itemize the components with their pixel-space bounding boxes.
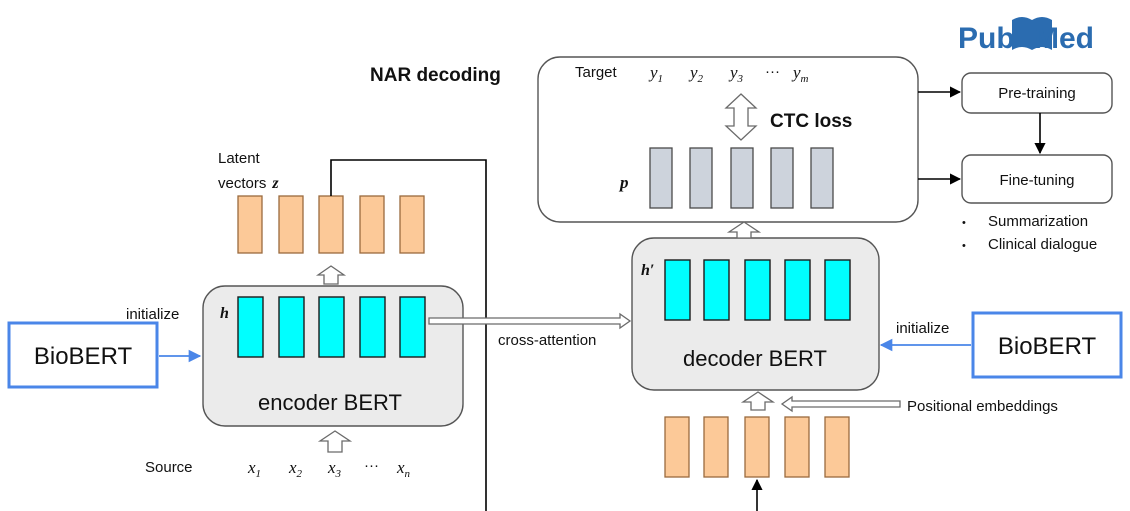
- prob-vector: [730, 147, 754, 209]
- source-tokens: x1 x2 x3 ··· xn: [247, 457, 411, 480]
- prob-vector: [770, 147, 794, 209]
- source-up-arrow: [317, 430, 353, 453]
- source-token-xn: xn: [396, 458, 411, 480]
- target-token-ym: ym: [791, 63, 809, 85]
- decoder-input-vectors: [664, 416, 850, 478]
- source-ellipsis: ···: [364, 457, 379, 474]
- ctc-loss-label: CTC loss: [770, 111, 852, 132]
- biobert-left-label: BioBERT: [34, 343, 133, 370]
- positional-arrow: [780, 395, 901, 413]
- decoder-input-vector: [664, 416, 690, 478]
- biobert-right-box: [971, 311, 1123, 379]
- target-token-y2: y2: [688, 63, 704, 85]
- h-label: h: [220, 305, 229, 322]
- latent-label-line1: Latent: [218, 150, 261, 167]
- pretraining-label: Pre-training: [998, 85, 1076, 102]
- encoder-hidden-vector: [359, 296, 386, 358]
- prob-vector: [810, 147, 834, 209]
- bullet-summarization: Summarization: [988, 213, 1088, 230]
- finetuning-label: Fine-tuning: [999, 172, 1074, 189]
- encoder-hidden-vector: [278, 296, 305, 358]
- encoder-hidden-vector: [237, 296, 264, 358]
- finetuning-box: [961, 154, 1113, 204]
- pubmed-med-text: Med: [1034, 22, 1094, 55]
- encoder-bert-label: encoder BERT: [258, 390, 402, 415]
- encoder-hidden-vectors: [237, 296, 426, 358]
- encoder-up-arrow: [315, 265, 347, 285]
- cross-attention-label: cross-attention: [498, 332, 596, 349]
- decoder-hidden-vector: [703, 259, 730, 321]
- prob-vector: [689, 147, 713, 209]
- nar-decoding-label: NAR decoding: [370, 65, 501, 86]
- open-book-icon: [1012, 17, 1052, 50]
- bullet-clinical-dialogue: Clinical dialogue: [988, 236, 1097, 253]
- target-token-y3: y3: [728, 63, 744, 85]
- initialize-left-label: initialize: [126, 306, 179, 323]
- decoder-bert-label: decoder BERT: [683, 346, 827, 371]
- decoder-hidden-vector: [784, 259, 811, 321]
- h-prime-label: h′: [641, 262, 654, 279]
- source-token-x1: x1: [247, 458, 261, 480]
- p-label: p: [618, 173, 629, 192]
- encoder-hidden-vector: [399, 296, 426, 358]
- decoder-up-arrow: [726, 221, 762, 239]
- latent-vector: [399, 195, 425, 254]
- nar-decoding-panel: [537, 56, 919, 223]
- pretraining-box: [961, 72, 1113, 114]
- decoder-input-vector: [784, 416, 810, 478]
- biobert-left-box: [7, 321, 159, 389]
- encoder-hidden-vector: [318, 296, 345, 358]
- source-token-x2: x2: [288, 458, 303, 480]
- positional-up-arrow: [740, 391, 776, 411]
- probability-vectors: [649, 147, 834, 209]
- decoder-input-vector: [744, 416, 770, 478]
- latent-vector: [318, 195, 344, 254]
- target-ellipsis: ···: [765, 63, 780, 80]
- positional-embeddings-label: Positional embeddings: [907, 398, 1058, 415]
- decoder-input-vector: [824, 416, 850, 478]
- latent-vector: [359, 195, 385, 254]
- target-label: Target: [575, 64, 618, 81]
- source-label: Source: [145, 459, 193, 476]
- decoder-hidden-vectors: [664, 259, 851, 321]
- biobert-right-label: BioBERT: [998, 333, 1097, 360]
- prob-vector: [649, 147, 673, 209]
- initialize-right-label: initialize: [896, 320, 949, 337]
- decoder-hidden-vector: [744, 259, 771, 321]
- bullet-mark: •: [962, 217, 966, 229]
- decoder-hidden-vector: [824, 259, 851, 321]
- cross-attention-arrow: [428, 312, 632, 330]
- latent-vector: [237, 195, 263, 254]
- target-token-y1: y1: [648, 63, 663, 85]
- ctc-double-arrow: [724, 93, 758, 141]
- pubmed-pub-text: Pub: [958, 22, 1015, 55]
- decoder-input-vector: [703, 416, 729, 478]
- bullet-mark: •: [962, 240, 966, 252]
- source-token-x3: x3: [327, 458, 342, 480]
- latent-vectors: [237, 195, 425, 254]
- latent-vector: [278, 195, 304, 254]
- target-tokens: y1 y2 y3 ··· ym: [648, 63, 809, 85]
- latent-z-connector: [330, 159, 487, 511]
- decoder-hidden-vector: [664, 259, 691, 321]
- pubmed-logo: Pub Med: [958, 17, 1094, 55]
